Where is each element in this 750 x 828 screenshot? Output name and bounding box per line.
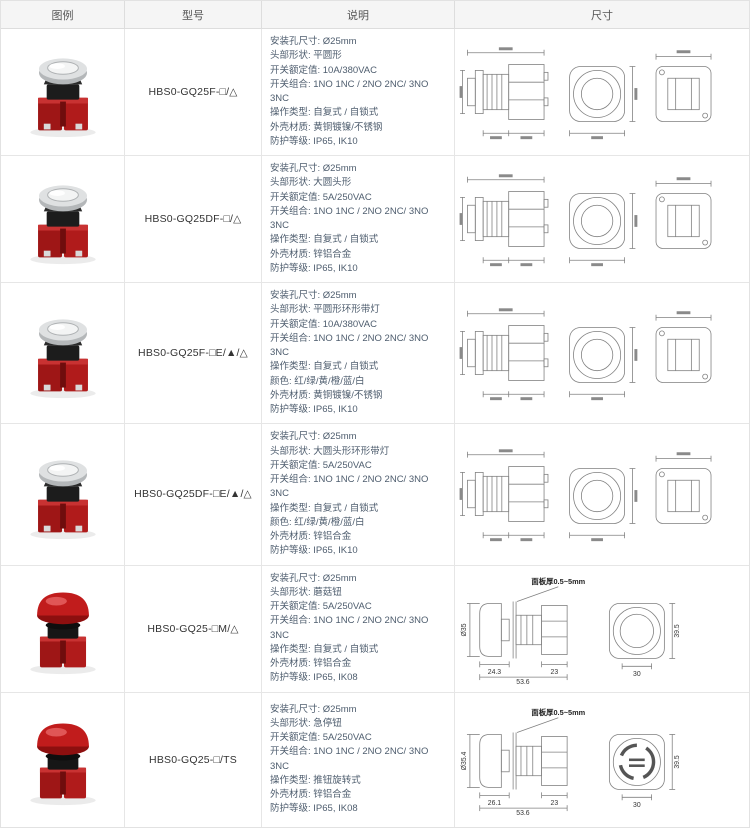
emergency-stop-button-photo [15, 712, 111, 808]
table-row: HBS0-GQ25-□M/△ 安装孔尺寸: Ø25mm 头部形状: 蘑菇钮 开关… [1, 565, 749, 693]
panel-thickness-label: 面板厚0.5~5mm [531, 576, 585, 585]
table-row: HBS0-GQ25F-□/△ 安装孔尺寸: Ø25mm 头部形状: 平圆形 开关… [1, 29, 749, 156]
column-header-legend: 图例 [1, 1, 125, 28]
dimensions-cell: 面板厚0.5~5mm Ø35.4 26.1 23 53.6 30 39.5 [455, 693, 749, 827]
model-number: HBS0-GQ25F-□E/▲/△ [138, 347, 248, 360]
dim-b-label: 53.6 [516, 810, 530, 815]
model-number: HBS0-GQ25-□/TS [149, 753, 237, 766]
specs-cell: 安装孔尺寸: Ø25mm 头部形状: 平圆形 开关额定值: 10A/380VAC… [262, 29, 455, 155]
illuminated-dome-button-photo [15, 446, 111, 542]
dim-c-label: 23 [551, 800, 559, 807]
mushroom-button-photo [15, 581, 111, 677]
product-photo-cell [1, 283, 125, 424]
illuminated-flat-button-photo [15, 305, 111, 401]
column-header-description: 说明 [262, 1, 455, 28]
model-number: HBS0-GQ25DF-□/△ [144, 213, 242, 225]
dimension-drawing: 面板厚0.5~5mm Ø35.4 26.1 23 53.6 30 39.5 [461, 707, 681, 815]
spec-list: 安装孔尺寸: Ø25mm 头部形状: 大圆头形 开关额定值: 5A/250VAC… [270, 163, 429, 274]
product-photo-cell [1, 156, 125, 282]
product-photo-cell [1, 565, 125, 692]
model-cell: HBS0-GQ25F-□E/▲/△ [125, 283, 262, 424]
dimensions-cell [455, 283, 749, 423]
spec-list: 安装孔尺寸: Ø25mm 头部形状: 蘑菇钮 开关额定值: 5A/250VAC … [270, 572, 429, 684]
dim-a-label: 24.3 [488, 669, 502, 676]
dimension-drawing: 面板厚0.5~5mm Ø35 24.3 23 53.6 30 39.5 [461, 576, 681, 684]
model-cell: HBS0-GQ25-□M/△ [125, 565, 262, 692]
dim-c-label: 23 [551, 669, 559, 676]
table-header: 图例 型号 说明 尺寸 [1, 1, 749, 29]
specs-cell: 安装孔尺寸: Ø25mm 头部形状: 大圆头形 开关额定值: 5A/250VAC… [262, 156, 455, 282]
dimensions-cell [455, 156, 749, 282]
specs-cell: 安装孔尺寸: Ø25mm 头部形状: 蘑菇钮 开关额定值: 5A/250VAC … [262, 565, 455, 692]
dim-b-label: 53.6 [516, 679, 530, 684]
table-row: HBS0-GQ25-□/TS 安装孔尺寸: Ø25mm 头部形状: 急停钮 开关… [1, 692, 749, 827]
dimensions-cell [455, 29, 749, 155]
dim-e-label: 39.5 [674, 624, 681, 638]
table-row: HBS0-GQ25DF-□/△ 安装孔尺寸: Ø25mm 头部形状: 大圆头形 … [1, 156, 749, 283]
model-cell: HBS0-GQ25DF-□E/▲/△ [125, 424, 262, 565]
model-cell: HBS0-GQ25DF-□/△ [125, 156, 262, 282]
spec-list: 安装孔尺寸: Ø25mm 头部形状: 平圆形环形带灯 开关额定值: 10A/38… [270, 290, 429, 415]
specs-cell: 安装孔尺寸: Ø25mm 头部形状: 大圆头形环形带灯 开关额定值: 5A/25… [262, 424, 455, 565]
table-row: HBS0-GQ25DF-□E/▲/△ 安装孔尺寸: Ø25mm 头部形状: 大圆… [1, 424, 749, 566]
dimension-drawing [459, 439, 745, 549]
column-header-model: 型号 [125, 1, 262, 28]
dimension-drawing [459, 37, 745, 147]
dim-d-label: 30 [633, 802, 641, 809]
dimension-drawing [459, 298, 745, 408]
dim-a-label: 26.1 [488, 800, 502, 807]
dim-e-label: 39.5 [674, 755, 681, 769]
specs-cell: 安装孔尺寸: Ø25mm 头部形状: 急停钮 开关额定值: 5A/250VAC … [262, 692, 455, 827]
model-cell: HBS0-GQ25F-□/△ [125, 29, 262, 155]
product-photo-cell [1, 692, 125, 827]
model-number: HBS0-GQ25-□M/△ [147, 622, 239, 635]
dimensions-cell: 面板厚0.5~5mm Ø35 24.3 23 53.6 30 39.5 [455, 566, 749, 692]
flat-button-photo [15, 44, 111, 140]
product-photo-cell [1, 29, 125, 155]
specs-cell: 安装孔尺寸: Ø25mm 头部形状: 平圆形环形带灯 开关额定值: 10A/38… [262, 283, 455, 424]
spec-list: 安装孔尺寸: Ø25mm 头部形状: 平圆形 开关额定值: 10A/380VAC… [270, 36, 429, 147]
stop-twist-marking [618, 743, 656, 780]
table-row: HBS0-GQ25F-□E/▲/△ 安装孔尺寸: Ø25mm 头部形状: 平圆形… [1, 283, 749, 425]
spec-list: 安装孔尺寸: Ø25mm 头部形状: 大圆头形环形带灯 开关额定值: 5A/25… [270, 431, 429, 557]
dimensions-cell [455, 424, 749, 564]
dome-button-photo [15, 171, 111, 267]
dimension-drawing [459, 164, 745, 274]
product-photo-cell [1, 424, 125, 565]
diameter-label: Ø35.4 [461, 751, 468, 770]
model-cell: HBS0-GQ25-□/TS [125, 692, 262, 827]
panel-thickness-label: 面板厚0.5~5mm [531, 707, 585, 716]
model-number: HBS0-GQ25DF-□E/▲/△ [134, 488, 252, 501]
dim-d-label: 30 [633, 671, 641, 678]
model-number: HBS0-GQ25F-□/△ [148, 86, 238, 98]
spec-list: 安装孔尺寸: Ø25mm 头部形状: 急停钮 开关额定值: 5A/250VAC … [270, 703, 429, 815]
column-header-dimensions: 尺寸 [591, 9, 613, 22]
diameter-label: Ø35 [461, 623, 468, 636]
